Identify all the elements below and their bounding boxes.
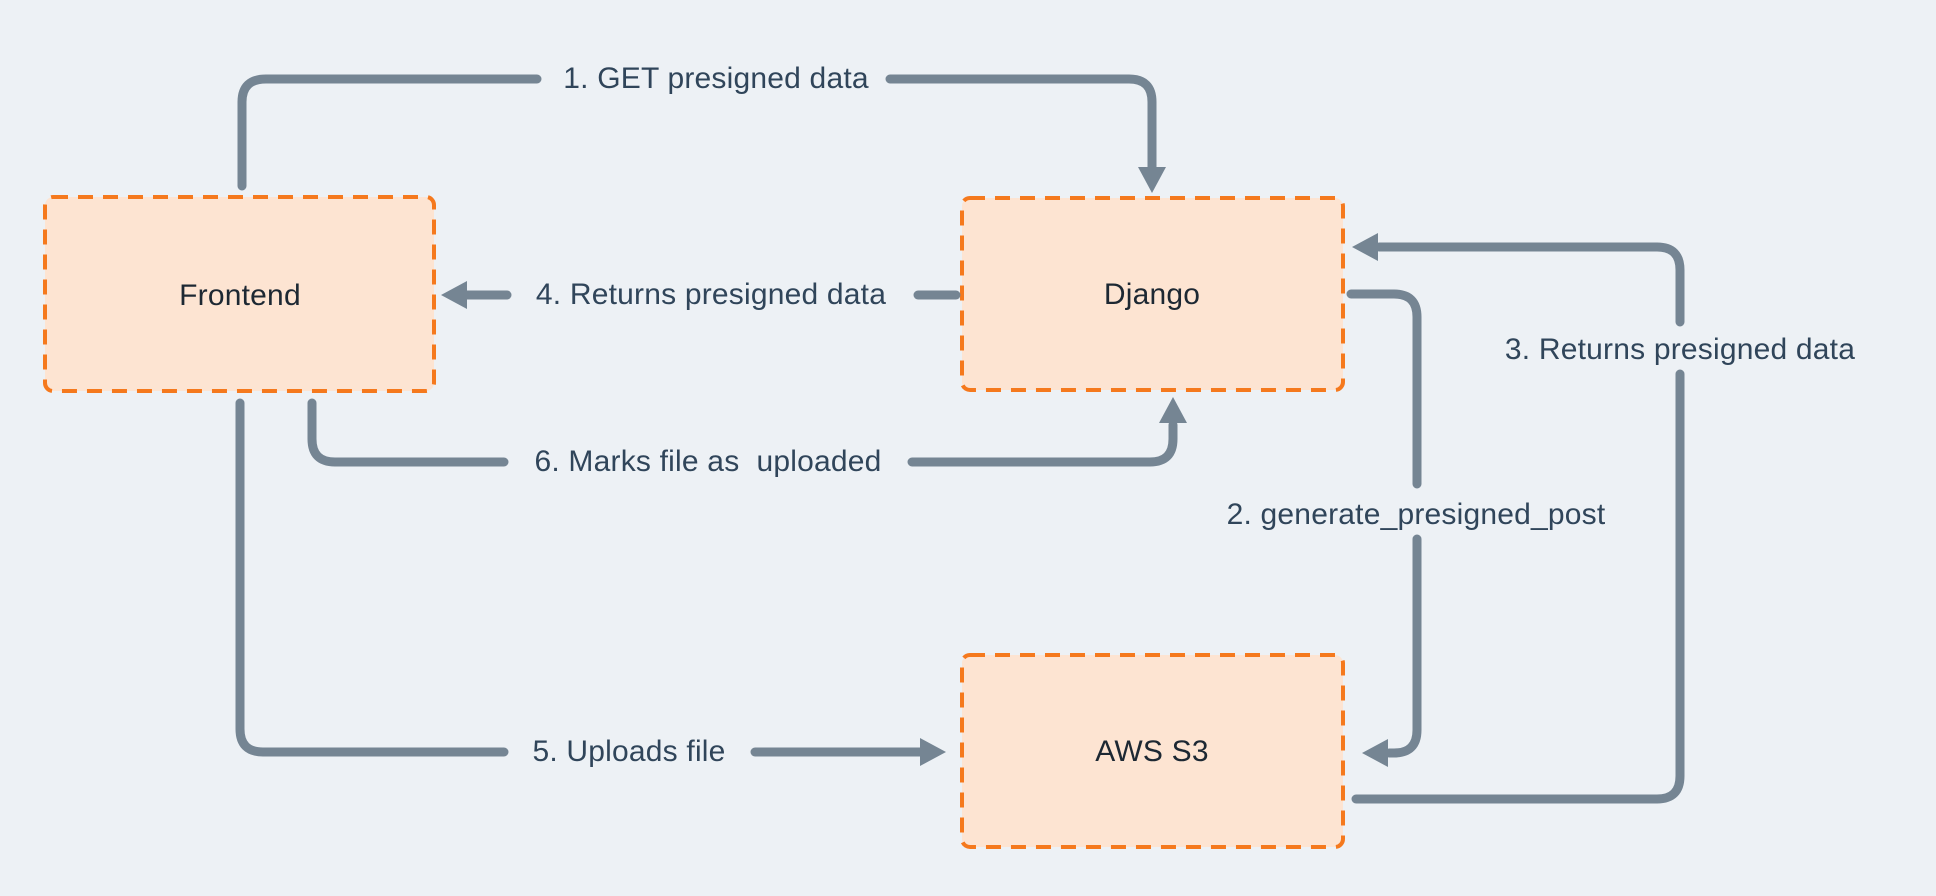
edge-5-label: 5. Uploads file xyxy=(532,735,726,768)
edge-5-line-start xyxy=(235,398,509,757)
edge-3-arrowhead-left-icon xyxy=(1352,233,1378,261)
edge-2-line-end xyxy=(1384,534,1422,758)
edge-3-line-end xyxy=(1374,242,1685,327)
edge-6-line-start xyxy=(307,398,509,467)
frontend-node-box xyxy=(43,195,436,393)
edge-5-arrowhead-right-icon xyxy=(920,738,946,766)
edge-6-line-end xyxy=(907,420,1178,467)
edge-1-label: 1. GET presigned data xyxy=(563,62,869,95)
edge-1-line-end xyxy=(885,74,1157,173)
django-node-label: Django xyxy=(1103,278,1201,311)
edge-6-label: 6. Marks file as uploaded xyxy=(534,445,882,478)
edge-2-arrowhead-left-icon xyxy=(1362,739,1388,767)
edge-4-label: 4. Returns presigned data xyxy=(535,278,887,311)
edge-1-arrowhead-down-icon xyxy=(1138,167,1166,193)
edge-1-line-start xyxy=(237,74,542,191)
aws-s3-node-label: AWS S3 xyxy=(1095,735,1209,768)
edge-3-line-start xyxy=(1351,369,1685,804)
edge-2-line-start xyxy=(1346,289,1422,489)
edge-6-arrowhead-up-icon xyxy=(1159,397,1187,423)
edge-2-label: 2. generate_presigned_post xyxy=(1226,498,1606,531)
edge-3-label: 3. Returns presigned data xyxy=(1504,333,1856,366)
edge-4-arrowhead-left-icon xyxy=(441,281,467,309)
frontend-node-label: Frontend xyxy=(179,279,301,312)
django-node-box xyxy=(960,196,1345,392)
aws-s3-node-box xyxy=(960,653,1345,849)
